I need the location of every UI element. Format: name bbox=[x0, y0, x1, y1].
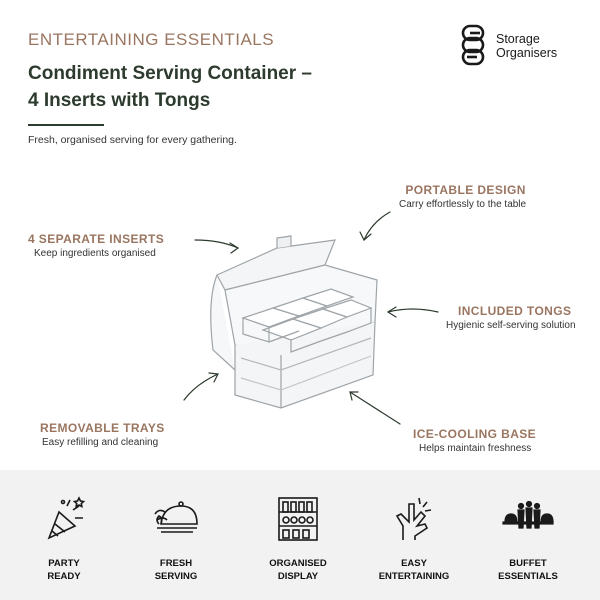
buffet-icon bbox=[502, 500, 554, 529]
title-divider bbox=[28, 124, 104, 126]
feature-cooling-subtitle: Helps maintain freshness bbox=[419, 443, 532, 454]
shelf-display-icon bbox=[278, 497, 318, 541]
benefit-organised-display: ORGANISED DISPLAY bbox=[248, 494, 348, 583]
feature-tongs: INCLUDED TONGS Hygienic self-serving sol… bbox=[446, 304, 576, 331]
brand-name-line2: Organisers bbox=[496, 46, 558, 60]
product-title-line1: Condiment Serving Container – bbox=[28, 63, 312, 84]
brand-logo-icon bbox=[461, 24, 485, 66]
product-image bbox=[210, 235, 378, 409]
benefit-party-ready-label: PARTY READY bbox=[47, 558, 81, 582]
benefit-easy-entertaining: EASY ENTERTAINING bbox=[364, 494, 464, 583]
feature-portable-title: PORTABLE DESIGN bbox=[405, 183, 526, 197]
party-popper-icon bbox=[47, 496, 86, 540]
benefit-fresh-serving-label: FRESH SERVING bbox=[154, 558, 198, 582]
eyebrow-text: ENTERTAINING ESSENTIALS bbox=[28, 30, 275, 49]
product-title-line2: 4 Inserts with Tongs bbox=[28, 90, 211, 111]
arrow-cooling bbox=[349, 391, 401, 425]
benefit-buffet-essentials-label: BUFFET ESSENTIALS bbox=[498, 558, 558, 582]
feature-cooling-title: ICE-COOLING BASE bbox=[413, 427, 537, 441]
feature-inserts-title: 4 SEPARATE INSERTS bbox=[28, 232, 165, 246]
benefit-easy-entertaining-label: EASY ENTERTAINING bbox=[378, 558, 450, 582]
feature-trays: REMOVABLE TRAYS Easy refilling and clean… bbox=[40, 421, 165, 448]
brand-name-line1: Storage bbox=[496, 32, 540, 46]
feature-tongs-title: INCLUDED TONGS bbox=[458, 304, 572, 318]
feature-portable-subtitle: Carry effortlessly to the table bbox=[399, 199, 527, 210]
benefit-fresh-serving: FRESH SERVING bbox=[126, 494, 226, 583]
feature-trays-title: REMOVABLE TRAYS bbox=[40, 421, 165, 435]
feature-inserts-subtitle: Keep ingredients organised bbox=[34, 248, 156, 259]
feature-inserts: 4 SEPARATE INSERTS Keep ingredients orga… bbox=[28, 232, 164, 259]
feature-portable: PORTABLE DESIGN Carry effortlessly to th… bbox=[399, 183, 526, 210]
tagline: Fresh, organised serving for every gathe… bbox=[28, 134, 237, 146]
benefit-party-ready: PARTY READY bbox=[14, 494, 114, 583]
arrow-portable bbox=[363, 211, 391, 241]
callout-arrows bbox=[183, 211, 439, 425]
feature-tongs-subtitle: Hygienic self-serving solution bbox=[446, 320, 576, 331]
feature-trays-subtitle: Easy refilling and cleaning bbox=[42, 437, 159, 448]
brand-name: Storage Organisers bbox=[496, 32, 557, 60]
arrow-tongs bbox=[387, 308, 439, 313]
arrow-trays bbox=[183, 373, 219, 401]
product-title: Condiment Serving Container – 4 Inserts … bbox=[28, 60, 408, 114]
benefit-buffet-essentials: BUFFET ESSENTIALS bbox=[478, 494, 578, 583]
hand-snap-icon bbox=[395, 497, 432, 540]
bottom-benefits-bar bbox=[0, 470, 600, 600]
feature-cooling: ICE-COOLING BASE Helps maintain freshnes… bbox=[413, 427, 536, 454]
brand-logo: Storage Organisers bbox=[458, 22, 588, 68]
benefit-organised-display-label: ORGANISED DISPLAY bbox=[269, 558, 327, 582]
cloche-platter-icon bbox=[154, 501, 198, 533]
